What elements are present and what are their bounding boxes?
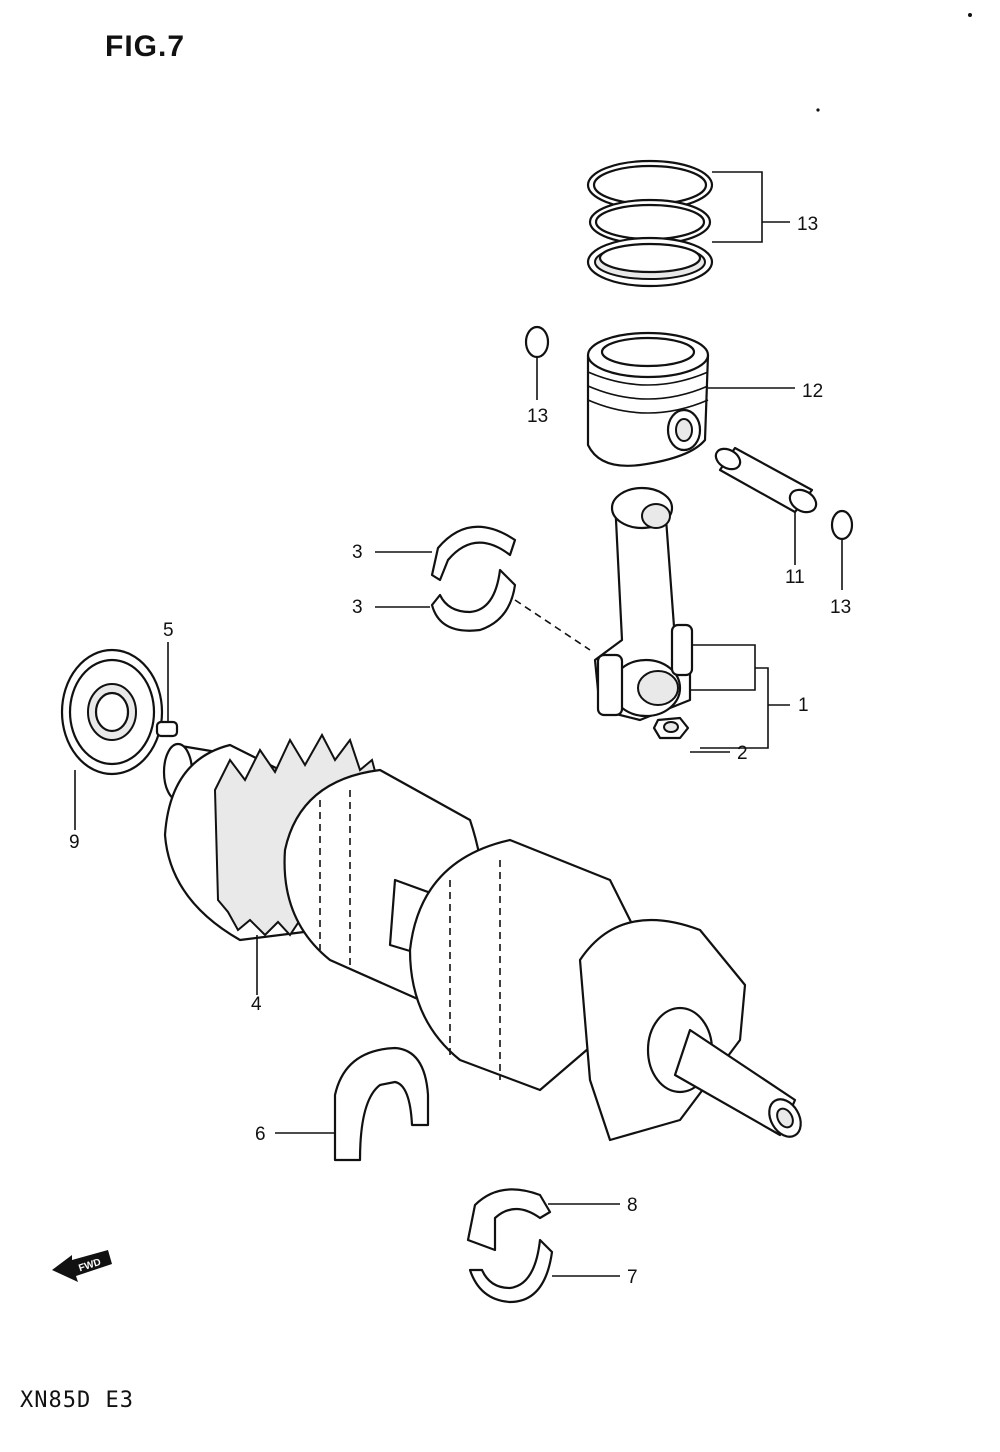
leader-lines [74, 171, 843, 1277]
crankshaft-bearing-upper[interactable] [466, 1188, 552, 1252]
callout-4: 4 [251, 994, 262, 1015]
callout-1: 1 [798, 695, 809, 716]
conrod-bearing-lower[interactable] [430, 568, 517, 632]
piston-pin[interactable] [712, 445, 820, 517]
piston-rings[interactable] [586, 159, 714, 288]
forward-direction-arrow: FWD [52, 1250, 112, 1282]
callout-2: 2 [737, 743, 748, 764]
crankshaft[interactable] [162, 732, 807, 1142]
conrod-bearing-upper[interactable] [430, 525, 517, 582]
callout-7: 7 [627, 1267, 638, 1288]
callout-3-lower: 3 [352, 597, 363, 618]
callout-8: 8 [627, 1195, 638, 1216]
connecting-rod[interactable] [593, 486, 694, 722]
figure-title: FIG.7 [105, 30, 186, 63]
crankshaft-bearing-lower[interactable] [468, 1238, 554, 1304]
callout-13-left: 13 [527, 406, 548, 427]
callout-12: 11 [785, 567, 805, 588]
callout-13-right: 13 [830, 597, 851, 618]
thrust-bearing[interactable] [333, 1046, 430, 1162]
model-code: XN85D E3 [20, 1388, 134, 1413]
callout-11: 13 [797, 214, 818, 235]
scan-dot [816, 108, 820, 112]
callout-5: 5 [163, 620, 174, 641]
piston[interactable] [586, 331, 710, 467]
dowel-pin[interactable] [155, 720, 179, 738]
conrod-nut[interactable] [652, 716, 690, 740]
piston-pin-circlip-left[interactable] [524, 325, 550, 359]
oil-seal[interactable] [60, 648, 164, 776]
callout-9: 9 [69, 832, 80, 853]
scan-dot [968, 13, 972, 17]
callout-6: 6 [255, 1124, 266, 1145]
piston-pin-circlip-right[interactable] [830, 509, 854, 541]
callout-3-upper: 3 [352, 542, 363, 563]
callout-10: 12 [802, 381, 823, 402]
bearing-alignment-line [514, 599, 591, 651]
